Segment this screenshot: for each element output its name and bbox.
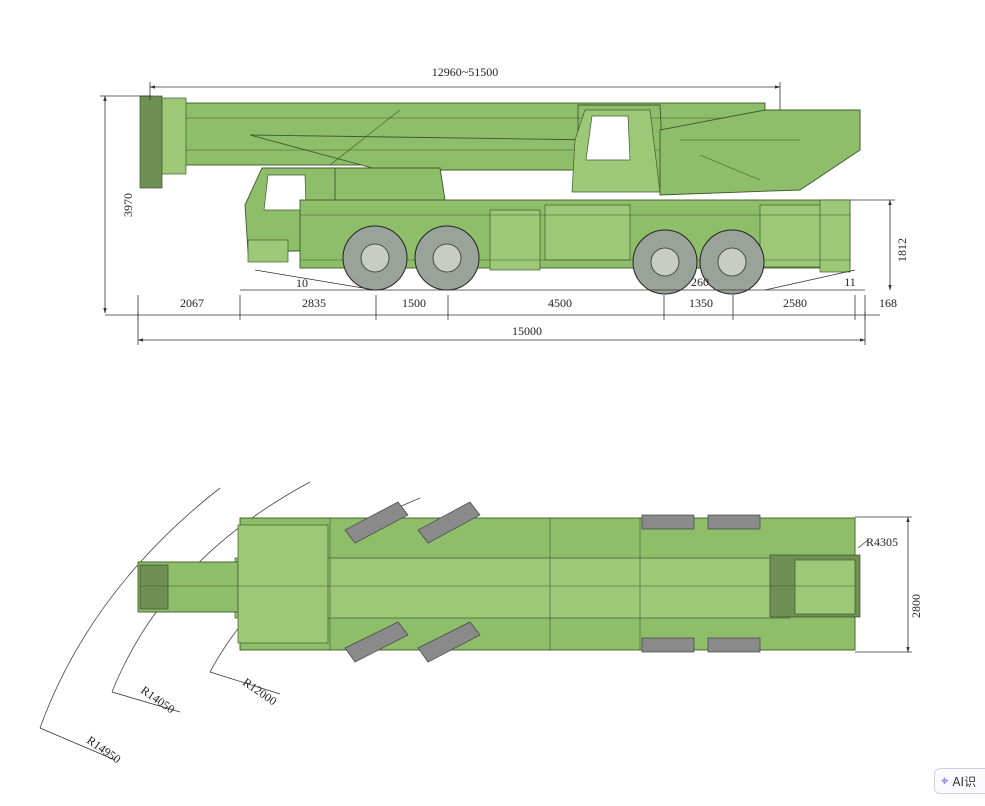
- width-label: 2800: [909, 594, 923, 618]
- segment-6-label: 2580: [783, 296, 807, 310]
- height-label: 3970: [121, 193, 135, 217]
- wheels: [342, 225, 765, 295]
- segment-2-label: 2835: [302, 296, 326, 310]
- total-length-label: 15000: [512, 324, 542, 338]
- ai-badge-label: AI识: [952, 774, 977, 789]
- outrigger-pads: [344, 501, 761, 663]
- top-view: R14950 R14050 R12000: [39, 481, 923, 766]
- segment-3-label: 1500: [402, 296, 426, 310]
- rear-radius-label: R4305: [866, 535, 898, 549]
- top-dimensions: 2800 R4305: [855, 516, 923, 653]
- radius-r14050-label: R14050: [138, 683, 177, 716]
- side-dimensions: 12960~51500 3970 1812 10 260 11 2067 283…: [100, 65, 909, 345]
- segment-1-label: 2067: [180, 296, 204, 310]
- rear-extra-label: 168: [879, 296, 897, 310]
- rear-height-label: 1812: [895, 238, 909, 262]
- ai-recognition-icon: ⌖: [941, 773, 949, 789]
- segment-4-label: 4500: [548, 296, 572, 310]
- ai-recognition-badge[interactable]: ⌖ AI识: [934, 768, 985, 794]
- front-angle-label: 10: [296, 276, 308, 290]
- segment-5-label: 1350: [689, 296, 713, 310]
- radius-r12000-label: R12000: [240, 675, 279, 708]
- boom: [139, 95, 861, 196]
- mid-offset-label: 260: [691, 275, 709, 289]
- side-view: 12960~51500 3970 1812 10 260 11 2067 283…: [100, 65, 909, 345]
- rear-angle-label: 11: [844, 275, 856, 289]
- boom-length-label: 12960~51500: [432, 65, 499, 79]
